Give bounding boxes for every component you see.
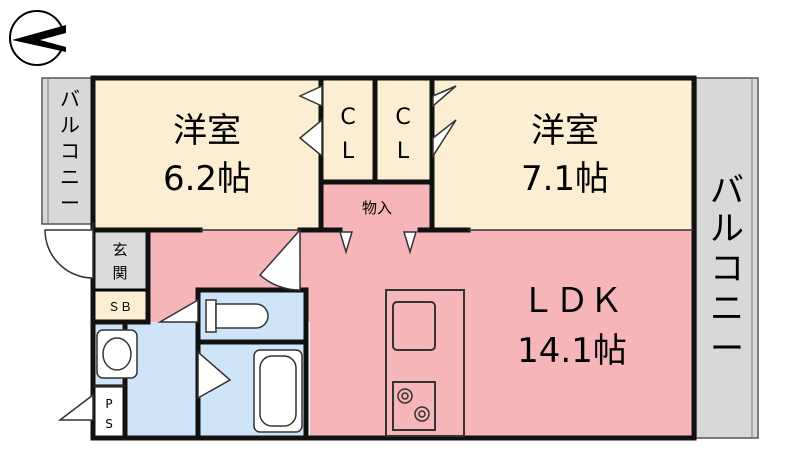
western-room-left [93, 78, 321, 230]
balcony-right-char: ニ [710, 289, 744, 329]
closet-right-label-1: C [395, 105, 410, 130]
closet-left-label-2: L [342, 139, 355, 164]
balcony-left-label: バ ル コ ニ ー [60, 87, 80, 215]
storage-label: 物入 [362, 199, 392, 217]
closet-left-label-1: C [340, 105, 355, 130]
shoe-box-label: ＳＢ [108, 300, 132, 314]
western-room-right [432, 78, 694, 230]
balcony-left-char: コ [60, 139, 80, 163]
entrance-label-2: 関 [112, 264, 127, 282]
balcony-left [41, 77, 93, 225]
walls [90, 75, 697, 441]
balcony-right-char: ー [710, 329, 744, 369]
balcony-left-char: バ [60, 87, 80, 111]
ldk-size: 14.1帖 [517, 331, 627, 371]
stove-icon [397, 388, 430, 422]
balcony-left-char: ー [60, 191, 80, 215]
pipe-space-label-1: P [105, 397, 112, 411]
western-room-right-size: 7.1帖 [521, 159, 609, 199]
entrance-label-1: 玄 [112, 241, 127, 259]
entrance [93, 230, 148, 290]
closet-left [321, 78, 375, 182]
storage [321, 182, 432, 230]
western-room-left-size: 6.2帖 [163, 159, 251, 199]
pipe-space-label-2: S [105, 417, 113, 431]
bathtub-icon [253, 349, 303, 433]
closet-right [375, 78, 432, 182]
balcony-left-char: ル [60, 113, 80, 137]
balcony-left-char: ニ [60, 165, 80, 189]
western-room-left-name: 洋室 [173, 111, 241, 151]
kitchen-counter [385, 289, 465, 437]
balcony-right-char: コ [710, 249, 744, 289]
washbasin-icon [96, 329, 138, 379]
closet-right-label-2: L [397, 139, 410, 164]
western-room-right-name: 洋室 [531, 111, 599, 151]
ldk [310, 230, 694, 438]
balcony-right-char: バ [710, 171, 744, 211]
ldk-name: ＬＤＫ [521, 281, 623, 321]
door-swings [44, 84, 457, 421]
balcony-right-char: ル [710, 209, 744, 249]
balcony-right-label: バ ル コ ニ ー [710, 171, 744, 369]
compass-north-arrow-icon [9, 10, 66, 66]
toilet-icon [205, 299, 269, 333]
